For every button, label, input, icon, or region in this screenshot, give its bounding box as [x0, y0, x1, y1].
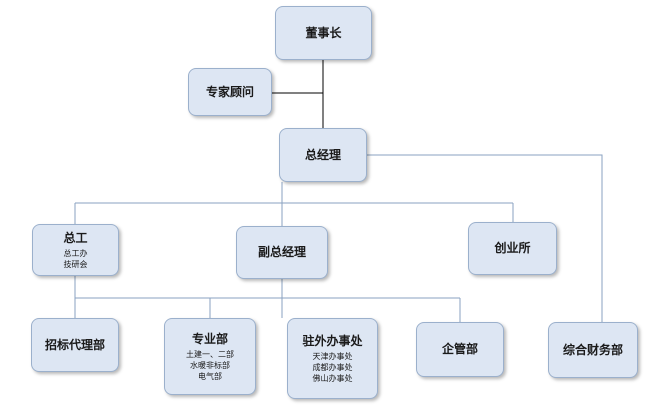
node-chief-engineer: 总工 总工办 技研会 [32, 224, 119, 276]
node-title: 招标代理部 [44, 337, 105, 352]
line-gm-finance [367, 154, 603, 322]
node-title: 副总经理 [257, 245, 306, 259]
node-startup-office: 创业所 [468, 222, 557, 275]
node-title: 企管部 [441, 342, 478, 356]
node-subtitle: 成都办事处 [312, 362, 353, 372]
node-subtitle: 天津办事处 [312, 351, 353, 361]
node-title: 专家顾问 [205, 84, 254, 99]
node-expert-advisor: 专家顾问 [188, 68, 272, 116]
node-enterprise-mgmt: 企管部 [416, 322, 504, 377]
node-bidding-agency: 招标代理部 [31, 318, 119, 372]
node-title: 总经理 [304, 147, 341, 162]
node-title: 创业所 [494, 241, 531, 255]
node-subtitle: 佛山办事处 [312, 373, 353, 383]
node-chairman: 董事长 [275, 6, 372, 60]
node-subtitle: 电气部 [198, 371, 222, 381]
node-general-manager: 总经理 [279, 128, 367, 182]
node-subtitle: 总工办 [63, 248, 88, 258]
node-field-offices: 驻外办事处 天津办事处 成都办事处 佛山办事处 [287, 318, 378, 399]
node-title: 综合财务部 [562, 342, 623, 357]
node-subtitle: 土建一、二部 [186, 349, 234, 359]
node-title: 专业部 [191, 331, 228, 346]
node-title: 董事长 [305, 25, 342, 40]
node-title: 总工 [63, 230, 88, 245]
node-subtitle: 水暖非标部 [190, 360, 230, 370]
node-deputy-gm: 副总经理 [236, 226, 328, 279]
node-finance-dept: 综合财务部 [548, 322, 638, 378]
node-subtitle: 技研会 [63, 259, 88, 269]
node-specialty-dept: 专业部 土建一、二部 水暖非标部 电气部 [164, 318, 256, 395]
node-title: 驻外办事处 [302, 333, 363, 348]
